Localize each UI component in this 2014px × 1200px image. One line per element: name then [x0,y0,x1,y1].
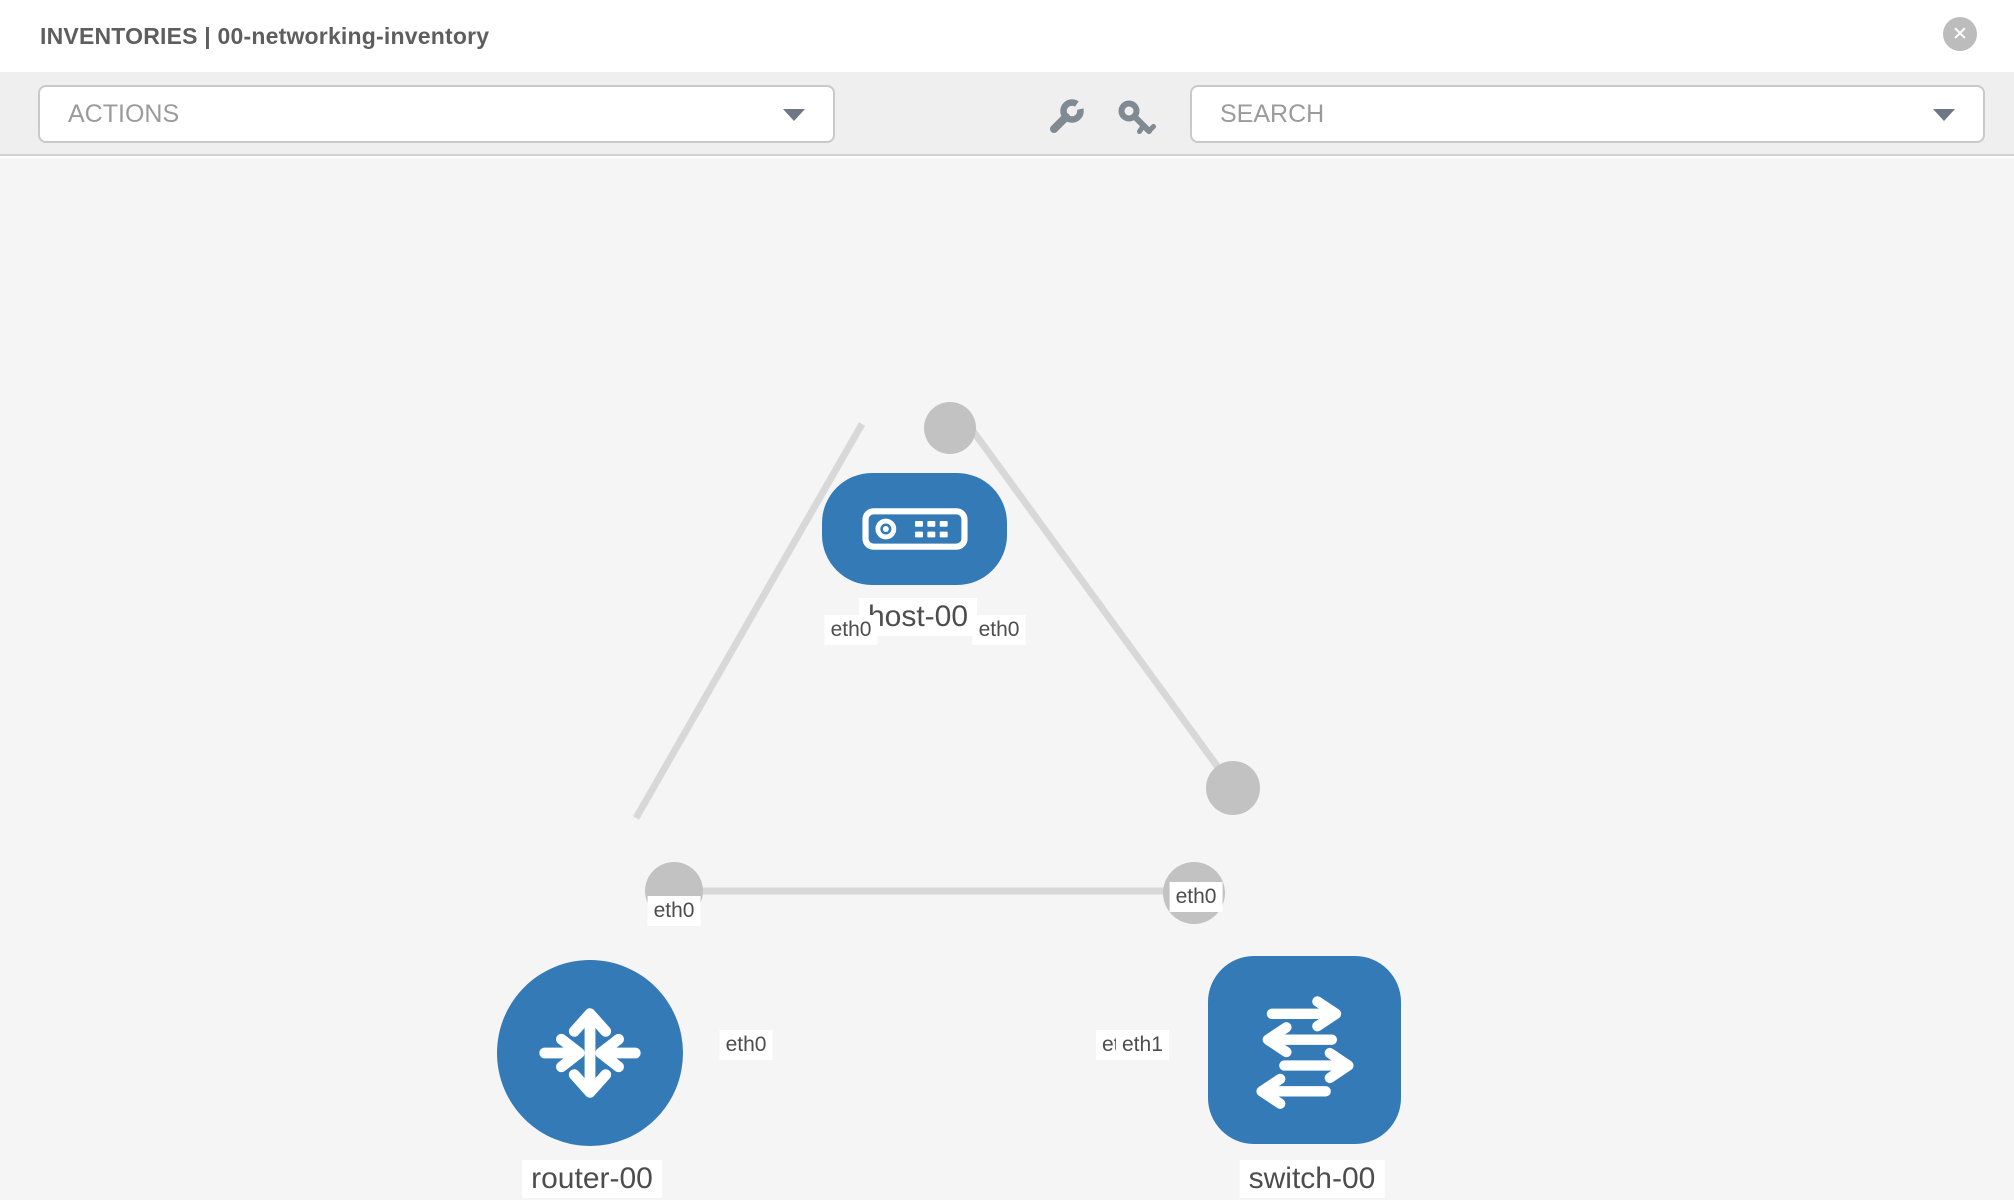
search-dropdown[interactable]: SEARCH [1190,85,1985,143]
actions-dropdown-label: ACTIONS [68,99,180,128]
page-title: INVENTORIES | 00-networking-inventory [40,23,490,49]
iface-label-router-to-switch: eth0 [719,1030,773,1060]
node-host-00[interactable] [822,473,1007,585]
iface-stub-host [924,402,976,454]
node-label-switch: switch-00 [1239,1160,1385,1198]
router-icon [539,1008,641,1098]
node-router-00[interactable] [497,960,683,1146]
search-dropdown-label: SEARCH [1220,99,1325,128]
node-label-router: router-00 [522,1160,662,1198]
iface-label-switch-to-host: eth0 [1169,882,1223,912]
key-icon [1118,100,1156,134]
iface-stub-switch-top [1206,761,1260,815]
iface-label-switch-eth1: eth1 [1116,1030,1169,1060]
topology-links-layer [632,402,1260,924]
iface-label-host-to-switch: eth0 [972,615,1026,645]
host-icon [861,508,968,550]
chevron-down-icon [783,109,805,121]
topology-canvas[interactable]: host-00 router-00 switch-00 eth0 eth0 et… [0,158,2014,1200]
node-switch-00[interactable] [1208,956,1401,1144]
toolbar: ACTIONS SEARCH [0,72,2014,156]
actions-dropdown[interactable]: ACTIONS [38,85,835,143]
close-icon: ✕ [1952,23,1968,45]
iface-label-router-to-host: eth0 [647,896,701,926]
wrench-icon [1050,98,1085,133]
header: INVENTORIES | 00-networking-inventory ✕ [0,0,2014,72]
link-host-switch [962,417,1239,795]
iface-label-host-to-router: eth0 [824,615,878,645]
close-button[interactable]: ✕ [1943,17,1977,51]
node-label-host: host-00 [858,598,978,636]
chevron-down-icon [1933,109,1955,121]
credentials-button[interactable] [1116,98,1156,138]
switch-icon [1255,996,1354,1109]
link-host-router [632,422,866,820]
configure-button[interactable] [1045,98,1085,138]
